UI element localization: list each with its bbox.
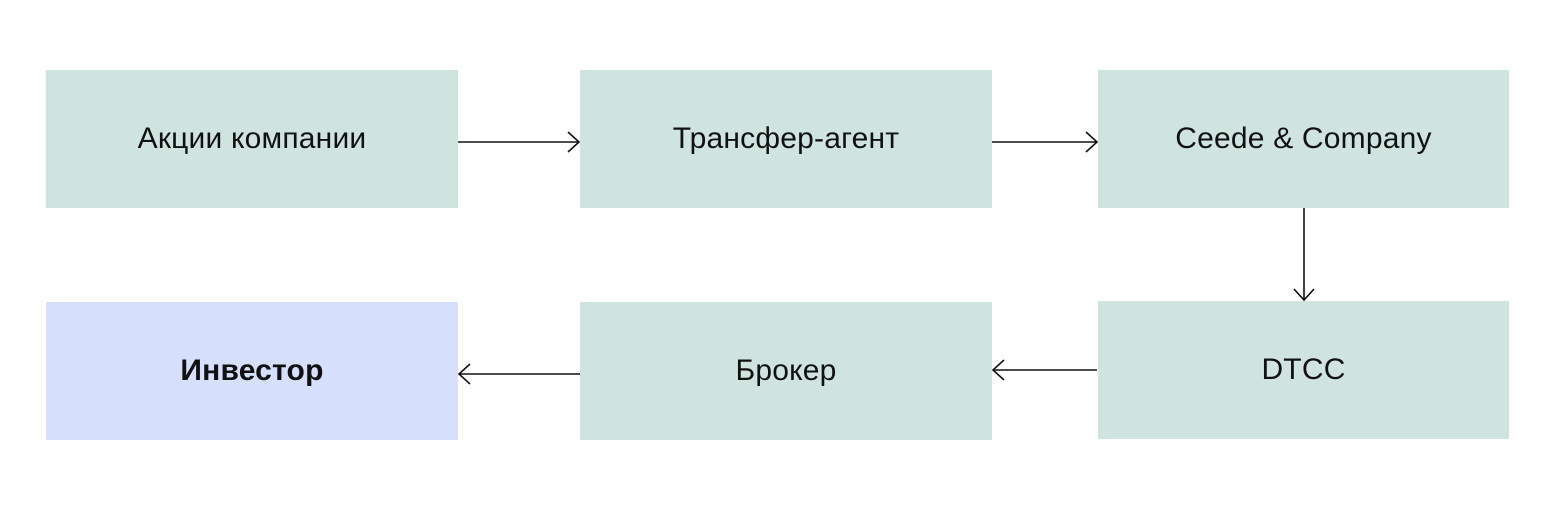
node-cede: Ceede & Company bbox=[1098, 70, 1509, 208]
arrow-transfer-to-cede bbox=[992, 131, 1099, 153]
arrow-broker-to-investor bbox=[457, 363, 580, 385]
node-broker: Брокер bbox=[580, 302, 992, 440]
node-broker-label: Брокер bbox=[735, 354, 837, 387]
node-cede-label: Ceede & Company bbox=[1175, 122, 1432, 155]
node-transfer-agent-label: Трансфер-агент bbox=[672, 122, 900, 155]
arrow-cede-to-dtcc bbox=[1293, 208, 1315, 302]
arrow-dtcc-to-broker bbox=[991, 359, 1097, 381]
node-investor-label: Инвестор bbox=[180, 354, 324, 387]
node-dtcc: DTCC bbox=[1098, 301, 1509, 439]
node-shares-label: Акции компании bbox=[137, 122, 367, 155]
node-transfer-agent: Трансфер-агент bbox=[580, 70, 992, 208]
node-shares: Акции компании bbox=[46, 70, 458, 208]
node-investor: Инвестор bbox=[46, 302, 458, 440]
arrow-shares-to-transfer bbox=[458, 131, 581, 153]
node-dtcc-label: DTCC bbox=[1261, 353, 1346, 386]
